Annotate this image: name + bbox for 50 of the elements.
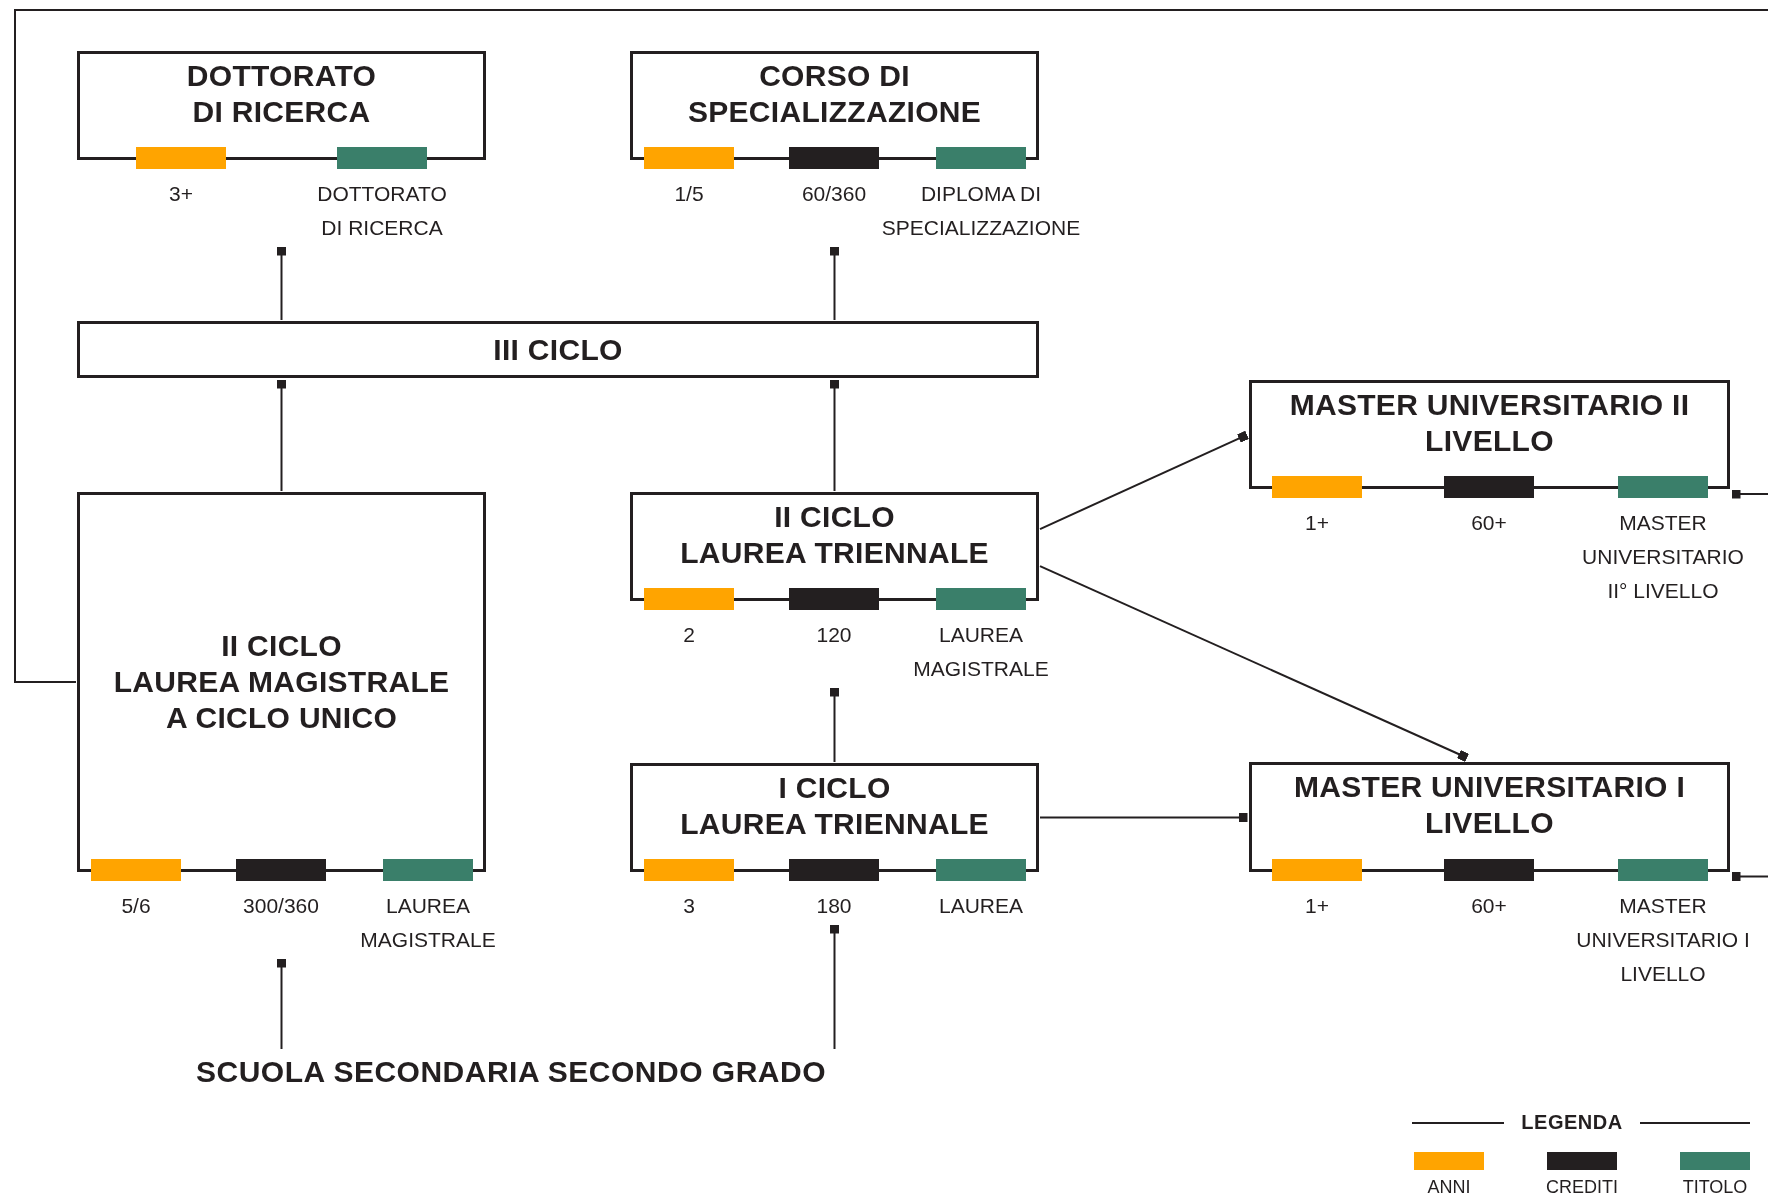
course-title: MASTER UNIVERSITARIO II LIVELLO <box>1288 387 1691 459</box>
connector-line <box>1039 565 1469 762</box>
value-label: MASTER UNIVERSITARIO I LIVELLO <box>1575 893 1751 987</box>
level-heading: SCUOLA SECONDARIA SECONDO GRADO <box>196 1050 826 1094</box>
connector-line <box>830 246 839 321</box>
value-label: 180 <box>815 893 853 919</box>
value-label: LAUREA MAGISTRALE <box>359 893 497 953</box>
course-title: II CICLO <box>221 628 342 664</box>
course-title: MASTER UNIVERSITARIO I LIVELLO <box>1292 769 1687 841</box>
value-label: DOTTORATO DI RICERCA <box>316 181 448 241</box>
course-title: LAUREA TRIENNALE <box>680 806 989 842</box>
course-box <box>77 321 1039 378</box>
course-title: LAUREA MAGISTRALE A CICLO UNICO <box>112 664 451 736</box>
value-label: 300/360 <box>242 893 320 919</box>
connector-line <box>1731 872 1768 881</box>
value-label: 2 <box>682 622 696 648</box>
legend-label: ANNI <box>1426 1176 1472 1198</box>
connector-line <box>277 958 286 1050</box>
connector-line <box>830 924 839 1050</box>
legend-heading: LEGENDA <box>1520 1110 1624 1134</box>
value-label: 60/360 <box>800 181 868 207</box>
connector-line <box>1039 813 1248 822</box>
course-title: I CICLO <box>778 770 891 806</box>
value-label: LAUREA <box>938 893 1024 919</box>
value-label: 1+ <box>1304 510 1330 536</box>
connector-line <box>1039 430 1249 531</box>
course-title: II CICLO <box>774 499 895 535</box>
connector-line <box>277 246 286 321</box>
value-label: LAUREA MAGISTRALE <box>912 622 1050 682</box>
connector-line <box>830 379 839 492</box>
course-title: DOTTORATO DI RICERCA <box>185 58 378 130</box>
course-title: III CICLO <box>493 331 623 368</box>
connector-line <box>277 379 286 492</box>
value-label: 5/6 <box>120 893 152 919</box>
value-label: 1+ <box>1304 893 1330 919</box>
legend-label: CREDITI <box>1545 1176 1619 1198</box>
connector-line <box>830 687 839 763</box>
value-label: 60+ <box>1470 510 1508 536</box>
course-title: LAUREA TRIENNALE <box>680 535 989 571</box>
value-label: 120 <box>815 622 853 648</box>
course-title: CORSO DI SPECIALIZZAZIONE <box>686 58 983 130</box>
legend-label: TITOLO <box>1681 1176 1749 1198</box>
connector-line <box>14 9 1768 683</box>
value-label: 60+ <box>1470 893 1508 919</box>
value-label: MASTER UNIVERSITARIO II° LIVELLO <box>1581 510 1745 604</box>
value-label: 3 <box>682 893 696 919</box>
value-label: 3+ <box>168 181 194 207</box>
connector-line <box>1731 489 1768 499</box>
value-label: 1/5 <box>673 181 705 207</box>
value-label: DIPLOMA DI SPECIALIZZAZIONE <box>880 181 1082 241</box>
